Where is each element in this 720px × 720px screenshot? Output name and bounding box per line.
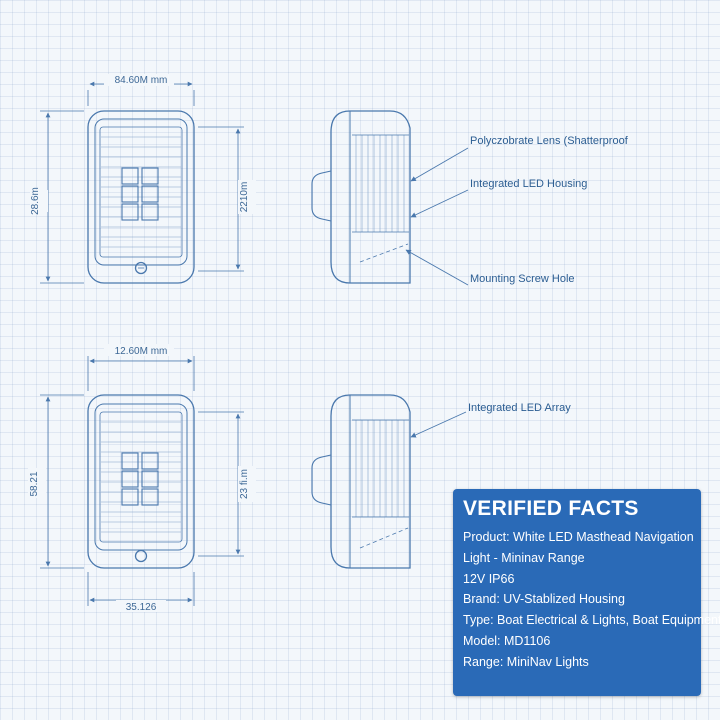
callout-lens: Polyczobrate Lens (Shatterproof [470, 135, 629, 147]
bottom-width-bottom-label: 35.126 [126, 602, 157, 613]
screw-hole-top [134, 261, 148, 275]
facts-title: VERIFIED FACTS [463, 497, 639, 520]
fact-range: Range: MiniNav Lights [463, 654, 589, 669]
callout-lines-top [405, 147, 469, 286]
lens-ribs-top [101, 136, 181, 248]
side-ribs-bottom [355, 420, 405, 517]
bottom-height-right-label: 23 fi.m [239, 469, 250, 499]
fact-brand: Brand: UV-Stablized Housing [463, 592, 625, 607]
bottom-width-top-label: 12.60M mm [115, 346, 168, 357]
fact-product: Product: White LED Masthead Navigation [463, 530, 694, 544]
fact-voltage-rating: 12V IP66 [463, 571, 515, 586]
fact-product-cont: Light - Mininav Range [463, 550, 585, 565]
callout-housing: Integrated LED Housing [470, 178, 587, 190]
led-grid-bottom [121, 452, 159, 506]
front-view-top [87, 110, 195, 284]
fact-model: Model: MD1106 [463, 633, 551, 648]
callout-screw-hole: Mounting Screw Hole [470, 273, 575, 285]
top-height-left-label: 28.6m [30, 187, 41, 215]
front-view-bottom [87, 394, 195, 569]
side-ribs-top [355, 135, 405, 232]
callout-led-array: Integrated LED Array [468, 402, 571, 414]
fact-type: Type: Boat Electrical & Lights, Boat Equ… [463, 613, 720, 628]
screw-hole-bottom [134, 549, 148, 563]
side-view-top [311, 110, 411, 284]
top-height-right-label: 2210m [239, 182, 250, 213]
side-view-bottom [311, 394, 411, 569]
verified-facts-panel: VERIFIED FACTS Product: White LED Masthe… [453, 489, 720, 696]
callout-lines-bottom [410, 411, 467, 438]
lens-ribs-bottom [101, 421, 181, 533]
led-grid-top [121, 167, 159, 221]
bottom-height-left-label: 58.21 [29, 471, 40, 496]
top-width-label: 84.60M mm [115, 75, 168, 86]
